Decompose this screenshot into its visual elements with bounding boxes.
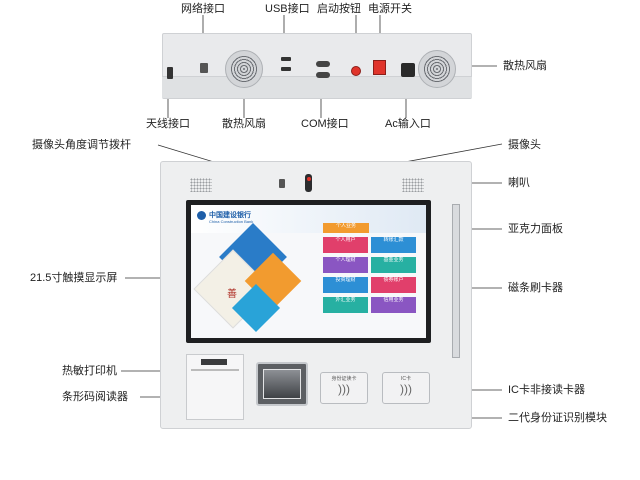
barcode-reader	[256, 362, 308, 406]
thermal-printer	[186, 354, 244, 420]
cooling-fan-left	[225, 50, 263, 88]
speaker-right	[402, 178, 424, 192]
label-ac-input: Ac输入口	[385, 118, 431, 130]
label-start-button: 启动按钮	[317, 3, 361, 15]
tile-4: 基金业务	[371, 257, 416, 273]
rear-panel	[162, 33, 472, 99]
label-touch-screen: 21.5寸触摸显示屏	[30, 272, 118, 284]
tile-personal: 个人业务	[323, 223, 369, 233]
camera	[305, 174, 312, 192]
magnetic-card-reader	[452, 204, 460, 358]
ic-card-reader: IC卡 )))	[382, 372, 430, 404]
label-fan-left: 散热风扇	[222, 118, 266, 130]
touch-screen-bezel: 中国建设银行 China Construction Bank 善 个人业务 个人…	[186, 200, 431, 343]
start-button	[351, 66, 361, 76]
tile-2: 转账汇款	[371, 237, 416, 253]
promo-collage: 善	[193, 223, 307, 333]
id-card-reader: 身份证读卡 )))	[320, 372, 368, 404]
usb-port-1	[281, 57, 291, 61]
camera-adjust-lever	[279, 179, 285, 188]
tile-5: 投资理财	[323, 277, 368, 293]
label-camera: 摄像头	[508, 139, 541, 151]
kiosk-front: 中国建设银行 China Construction Bank 善 个人业务 个人…	[160, 161, 472, 429]
label-ic-reader: IC卡非接读卡器	[508, 384, 585, 396]
label-com-port: COM接口	[301, 118, 349, 130]
label-thermal-printer: 热敏打印机	[62, 365, 117, 377]
label-power-switch: 电源开关	[368, 3, 412, 15]
tile-1: 个人用户	[323, 237, 368, 253]
label-card-reader: 磁条刷卡器	[508, 282, 563, 294]
label-speaker: 喇叭	[508, 177, 530, 189]
rfid-wave-icon: )))	[338, 382, 350, 396]
speaker-left	[190, 178, 212, 192]
label-barcode-reader: 条形码阅读器	[62, 391, 128, 403]
screen-header: 中国建设银行 China Construction Bank	[191, 205, 426, 233]
com-port-2	[316, 72, 330, 78]
tile-3: 个人理财	[323, 257, 368, 273]
bank-name-en: China Construction Bank	[209, 219, 254, 224]
label-id-module: 二代身份证识别模块	[508, 412, 607, 424]
label-antenna-port: 天线接口	[146, 118, 190, 130]
label-acrylic-panel: 亚克力面板	[508, 223, 563, 235]
power-switch	[373, 60, 386, 75]
ac-input-port	[401, 63, 415, 77]
touch-screen: 中国建设银行 China Construction Bank 善 个人业务 个人…	[191, 205, 426, 338]
cooling-fan-right	[418, 50, 456, 88]
tile-7: 外汇业务	[323, 297, 368, 313]
network-port	[200, 63, 208, 73]
usb-port-2	[281, 67, 291, 71]
antenna-port	[167, 67, 173, 79]
label-camera-adjust: 摄像头角度调节拨杆	[32, 139, 131, 151]
bank-name: 中国建设银行	[209, 212, 251, 219]
com-port-1	[316, 61, 330, 67]
tile-6: 债券账户	[371, 277, 416, 293]
rfid-wave-icon: )))	[400, 382, 412, 396]
bank-logo-icon	[197, 211, 206, 220]
label-network-port: 网络接口	[181, 3, 225, 15]
label-usb-port: USB接口	[265, 3, 310, 15]
tile-8: 信用业务	[371, 297, 416, 313]
label-fan-right: 散热风扇	[503, 60, 547, 72]
